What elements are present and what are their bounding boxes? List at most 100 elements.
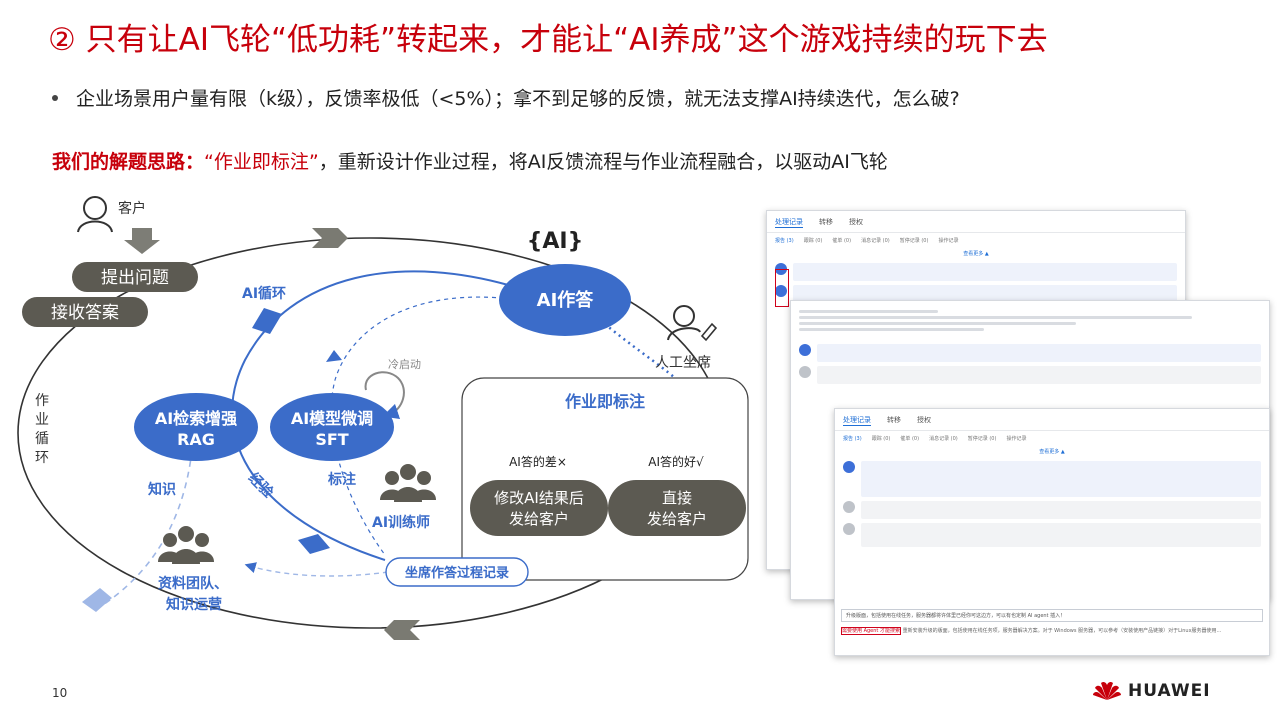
modify-pill bbox=[470, 480, 608, 536]
front-screenshot: 处理记录 转移 授权 报告 (3) 跟踪 (0) 催单 (0) 消息记录 (0)… bbox=[834, 408, 1270, 656]
front-subtab-4: 暂停记录 (0) bbox=[967, 436, 997, 442]
ai-flywheel-diagram: 客户 提出问题 接收答案 作 业 循 环 AI循环 {AI} AI作答 人工坐席… bbox=[17, 196, 749, 640]
good-label: AI答的好√ bbox=[648, 454, 704, 469]
sft-node bbox=[270, 393, 394, 461]
customer-label: 客户 bbox=[118, 200, 146, 217]
message-bubble bbox=[793, 263, 1177, 281]
ai-loop-chevron-2 bbox=[298, 534, 330, 554]
sft-line2: SFT bbox=[315, 430, 348, 449]
front-answer-text: 需要使用 Agent 才能搜索 重新安装升级的版面，包括使用在线任务项，服务器解… bbox=[841, 627, 1263, 635]
form-line bbox=[799, 316, 1192, 319]
back-tab-bar: 处理记录 转移 授权 bbox=[767, 211, 1185, 233]
direct-line1: 直接 bbox=[662, 489, 692, 507]
front-input-box[interactable]: 升级版面，包括使用在线任务，服务器都将许体里已经你可这边方，可以有也定制 AI … bbox=[841, 609, 1263, 622]
back-highlight-box bbox=[775, 269, 789, 307]
ask-pill bbox=[72, 262, 198, 292]
front-input-text: 升级版面，包括使用在线任务，服务器都将许体里已经你可这边方，可以有也定制 AI … bbox=[846, 613, 1066, 619]
solution-idea: 我们的解题思路：“作业即标注”，重新设计作业过程，将AI反馈流程与作业流程融合，… bbox=[52, 147, 888, 174]
avatar bbox=[843, 501, 855, 513]
form-line bbox=[799, 328, 984, 331]
back-subtab-5: 操作记录 bbox=[938, 238, 959, 244]
bad-label: AI答的差× bbox=[509, 454, 567, 469]
page-number: 10 bbox=[52, 686, 68, 700]
back-subtab-4: 暂停记录 (0) bbox=[899, 238, 929, 244]
avatar bbox=[843, 523, 855, 535]
rag-line2: RAG bbox=[177, 430, 215, 449]
back-more-link: 查看更多 ▲ bbox=[963, 251, 989, 257]
idea-lead: 我们的解题思路： bbox=[52, 151, 205, 173]
front-more-link: 查看更多 ▲ bbox=[1039, 449, 1065, 455]
message-bubble bbox=[861, 523, 1261, 547]
ai-answer-node bbox=[499, 264, 631, 336]
front-highlight: 需要使用 Agent 才能搜索 bbox=[841, 627, 901, 635]
cold-start-label: 冷启动 bbox=[388, 358, 421, 371]
sft-line1: AI模型微调 bbox=[291, 409, 373, 428]
message-bubble bbox=[861, 461, 1261, 497]
trainer-group-icon bbox=[380, 464, 436, 502]
form-line bbox=[799, 310, 938, 313]
huawei-wordmark: HUAWEI bbox=[1128, 681, 1211, 701]
avatar bbox=[799, 366, 811, 378]
customer-icon bbox=[77, 196, 113, 233]
front-tab-bar: 处理记录 转移 授权 bbox=[835, 409, 1269, 431]
agent-icon bbox=[667, 305, 718, 342]
knowledge-label: 知识 bbox=[148, 481, 176, 498]
front-subtabs: 报告 (3) 跟踪 (0) 催单 (0) 消息记录 (0) 暂停记录 (0) 操… bbox=[835, 431, 1269, 446]
message-bubble bbox=[793, 285, 1177, 303]
cold-start-loop bbox=[364, 371, 405, 420]
front-answer-body: 重新安装升级的版面，包括使用在线任务项，服务器解决方案。对于 Windows 服… bbox=[902, 628, 1222, 634]
modify-line2: 发给客户 bbox=[509, 510, 569, 528]
back-subtab-3: 消息记录 (0) bbox=[861, 238, 890, 244]
ai-loop-chevron-3 bbox=[326, 350, 342, 362]
huawei-logo: HUAWEI bbox=[1092, 680, 1211, 702]
front-subtab-5: 操作记录 bbox=[1006, 436, 1027, 442]
ai-loop-label: AI循环 bbox=[242, 285, 286, 302]
ai-loop-arc bbox=[231, 270, 526, 561]
back-tab-records: 处理记录 bbox=[775, 218, 803, 228]
back-subtab-0: 报告 (3) bbox=[775, 238, 794, 244]
back-subtab-1: 跟踪 (0) bbox=[803, 238, 823, 244]
middle-message bbox=[799, 344, 1261, 362]
outer-loop-chevron-left bbox=[82, 588, 112, 612]
rag-line1: AI检索增强 bbox=[155, 409, 237, 428]
front-subtab-2: 催单 (0) bbox=[900, 436, 920, 442]
customer-down-arrow bbox=[124, 228, 160, 254]
ai-answer-label: AI作答 bbox=[537, 289, 595, 311]
back-subtabs: 报告 (3) 跟踪 (0) 催单 (0) 消息记录 (0) 暂停记录 (0) 操… bbox=[767, 233, 1185, 248]
ask-label: 提出问题 bbox=[101, 268, 169, 288]
avatar bbox=[799, 344, 811, 356]
avatar bbox=[843, 461, 855, 473]
middle-message bbox=[799, 366, 1261, 384]
work-loop-char-1: 作 bbox=[35, 393, 49, 409]
bullet-text: 企业场景用户量有限（k级），反馈率极低（<5%）；拿不到足够的反馈，就无法支撑A… bbox=[76, 88, 960, 110]
agent-label: 人工坐席 bbox=[655, 355, 711, 371]
work-loop-char-3: 循 bbox=[35, 431, 49, 447]
front-message bbox=[843, 501, 1261, 519]
message-bubble bbox=[817, 366, 1261, 384]
back-message bbox=[775, 263, 1177, 281]
outer-loop-chevron-top bbox=[312, 228, 348, 248]
middle-form bbox=[791, 301, 1269, 340]
idea-quote: “作业即标注” bbox=[204, 151, 319, 173]
receive-pill bbox=[22, 297, 148, 327]
team-line2: 知识运营 bbox=[166, 596, 222, 613]
direct-pill bbox=[608, 480, 746, 536]
direct-line2: 发给客户 bbox=[647, 510, 707, 528]
bullet-dot bbox=[52, 94, 58, 101]
back-tab-transfer: 转移 bbox=[819, 218, 833, 226]
front-tab-auth: 授权 bbox=[917, 416, 931, 424]
ai-loop-dashed-arc bbox=[330, 296, 521, 556]
huawei-petal-icon bbox=[1093, 681, 1121, 700]
outer-loop-chevron-bottom bbox=[384, 620, 420, 640]
modify-line1: 修改AI结果后 bbox=[494, 489, 584, 507]
front-subtab-3: 消息记录 (0) bbox=[929, 436, 958, 442]
record-label: 坐席作答过程记录 bbox=[405, 565, 509, 581]
bullet-point: 企业场景用户量有限（k级），反馈率极低（<5%）；拿不到足够的反馈，就无法支撑A… bbox=[52, 84, 960, 111]
front-message bbox=[843, 461, 1261, 497]
idea-text: ，重新设计作业过程，将AI反馈流程与作业流程融合，以驱动AI飞轮 bbox=[318, 151, 888, 173]
back-message bbox=[775, 285, 1177, 303]
front-tab-records: 处理记录 bbox=[843, 416, 871, 426]
front-subtab-1: 跟踪 (0) bbox=[871, 436, 891, 442]
record-to-team-dashed bbox=[244, 562, 389, 577]
message-bubble bbox=[861, 501, 1261, 519]
